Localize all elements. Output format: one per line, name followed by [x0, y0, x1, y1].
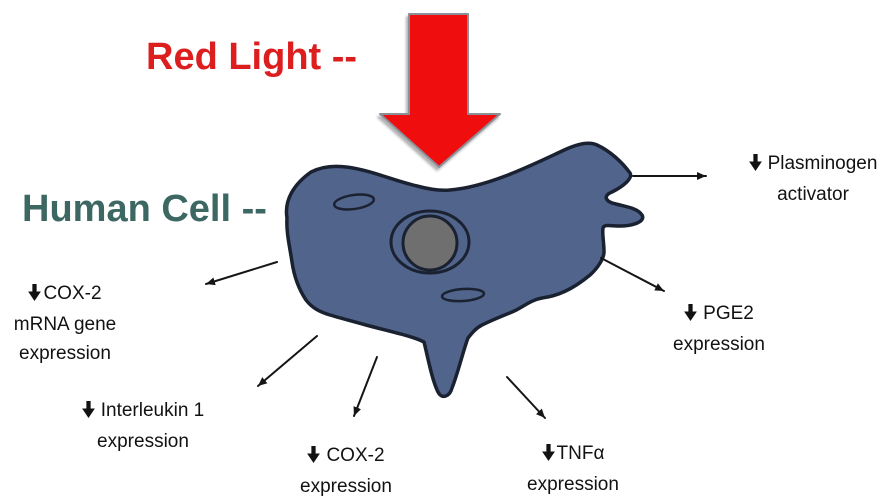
- label-line: Plasminogen: [734, 149, 890, 180]
- label-line: PGE2: [648, 299, 790, 330]
- decrease-arrow-icon: [541, 441, 555, 470]
- red-light-block-arrow-icon: [379, 13, 501, 168]
- label-text: expression: [527, 474, 619, 495]
- label-text: mRNA gene: [13, 314, 117, 335]
- label-cox2-expression: COX-2 expression: [278, 441, 414, 500]
- decrease-arrow-icon: [684, 301, 698, 330]
- arrow-to-cox2-mrna: [205, 261, 278, 286]
- label-tnfa-expression: TNFα expression: [500, 439, 646, 499]
- label-text: TNFα: [556, 443, 605, 464]
- nucleus-icon: [401, 214, 459, 272]
- human-cell-title: Human Cell --: [22, 188, 267, 230]
- label-text: expression: [300, 476, 392, 497]
- label-text: expression: [19, 343, 111, 364]
- label-cox2-mrna-expression: COX-2 mRNA gene expression: [0, 279, 130, 368]
- vacuole-icon: [332, 193, 376, 211]
- label-text: expression: [673, 334, 765, 355]
- label-line: TNFα: [500, 439, 646, 470]
- human-cell-shape: [284, 141, 645, 399]
- label-text: COX-2: [326, 445, 385, 466]
- label-text: PGE2: [703, 303, 754, 324]
- label-text: expression: [97, 431, 189, 452]
- vacuole-icon: [440, 287, 486, 303]
- decrease-arrow-icon: [81, 398, 95, 427]
- label-line: COX-2: [278, 441, 414, 472]
- label-interleukin1-expression: Interleukin 1 expression: [60, 396, 226, 456]
- effect-arrows: [205, 172, 707, 419]
- label-line: COX-2: [0, 279, 130, 310]
- red-light-title: Red Light --: [146, 36, 358, 78]
- decrease-arrow-icon: [28, 281, 42, 310]
- decrease-arrow-icon: [307, 443, 321, 472]
- label-text: activator: [777, 184, 849, 205]
- label-text: Plasminogen: [767, 153, 878, 174]
- arrow-to-interleukin: [257, 335, 318, 387]
- decrease-arrow-icon: [748, 151, 762, 180]
- arrow-to-cox2: [353, 356, 378, 417]
- label-pge2-expression: PGE2 expression: [648, 299, 790, 359]
- arrow-to-pge2: [600, 257, 665, 292]
- label-text: COX-2: [43, 283, 102, 304]
- label-plasminogen-activator: Plasminogen activator: [734, 149, 890, 209]
- label-line: Interleukin 1: [60, 396, 226, 427]
- cell-membrane: [284, 141, 645, 399]
- label-text: Interleukin 1: [100, 400, 205, 421]
- arrow-to-tnfa: [506, 376, 546, 419]
